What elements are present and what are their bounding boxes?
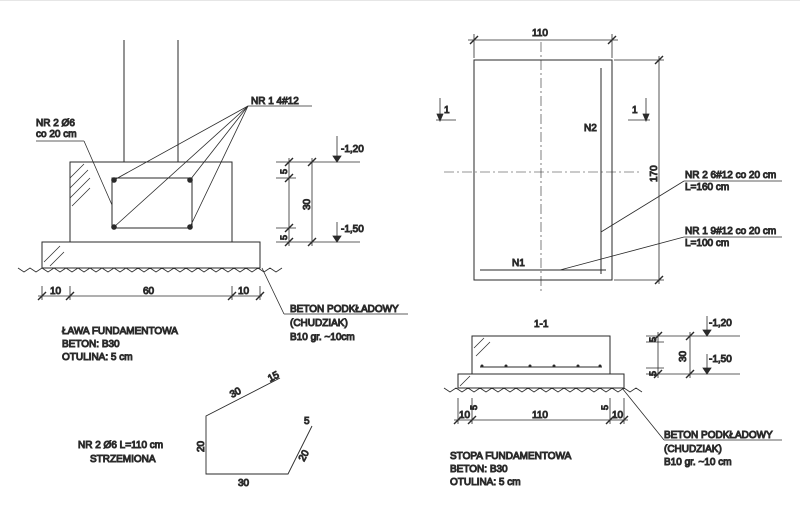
bar-label-n1: N1 [512, 258, 525, 269]
footing-outline [69, 161, 233, 243]
pad-footing-section [443, 316, 782, 441]
level-bottom: -1,50 [341, 224, 364, 235]
section-height-dimension [646, 316, 740, 379]
stirrup-dim-right-end: 5 [304, 416, 310, 427]
section-outline [471, 335, 611, 375]
section-mark-right: 1 [632, 105, 638, 116]
n2-spec-line2: L=160 cm [685, 182, 729, 193]
strip-footing-section [17, 40, 408, 315]
section-hatch [473, 337, 491, 357]
pad-footing-cover: OTULINA: 5 cm [450, 477, 521, 488]
top-border [0, 0, 800, 1]
section-dim-left: 10 [459, 410, 471, 421]
section-dim-left-small: 5 [469, 405, 479, 410]
section-dim-small-bottom: 5 [648, 371, 658, 376]
plan-outline [473, 59, 613, 281]
pad-footing-plan [436, 34, 782, 292]
section-markers [436, 98, 650, 123]
section-ground-line [443, 387, 643, 393]
stirrup-dim-top: 30 [228, 386, 243, 401]
ground-line [17, 267, 283, 273]
dim-small-top: 5 [279, 169, 289, 174]
stirrup-shape [205, 377, 313, 475]
dim-height-30: 30 [302, 198, 313, 210]
dim-small-bottom: 5 [279, 235, 289, 240]
blinding-hatch [43, 245, 65, 267]
height-dimension [276, 136, 360, 247]
level-top: -1,20 [341, 144, 364, 155]
section-bottom-dimension [453, 398, 629, 425]
stirrup-dim-left: 20 [196, 440, 207, 452]
bar-label-n2: N2 [584, 123, 597, 134]
n1-spec-line2: L=100 cm [685, 238, 729, 249]
dim-mid-60: 60 [143, 286, 155, 297]
section-beton-line1: BETON PODKŁADOWY [664, 430, 773, 441]
section-beton-line2: (CHUDZIAK) [664, 444, 722, 455]
section-dim-mid: 110 [532, 410, 548, 421]
footing-hatch [69, 163, 91, 207]
section-title: 1-1 [534, 319, 549, 330]
blinding-concrete [41, 241, 261, 269]
plan-dim-width: 110 [532, 28, 548, 39]
n1-spec-line1: NR 1 9#12 co 20 cm [685, 226, 776, 237]
dim-left-10: 10 [50, 286, 62, 297]
n2-spec-line1: NR 2 6#12 co 20 cm [685, 170, 776, 181]
nr1-leaders [113, 105, 312, 228]
beton-label-line3: B10 gr. ~10cm [290, 332, 355, 343]
stirrup-dim-right: 20 [297, 448, 312, 463]
section-blinding-hatch [459, 375, 471, 387]
stirrup-label-line1: NR 2 Ø6 L=110 cm [78, 440, 163, 451]
section-dim-right-small: 5 [600, 405, 610, 410]
section-bar-dots [480, 364, 602, 368]
section-mark-left: 1 [444, 105, 450, 116]
section-blinding [457, 373, 625, 389]
nr2-leader [36, 140, 113, 206]
plan-leaders [559, 180, 782, 271]
section-beton-line3: B10 gr. ~10 cm [664, 457, 732, 468]
stirrup-rect [111, 177, 193, 229]
section-level-bottom: -1,50 [709, 354, 732, 365]
strip-footing-title: ŁAWA FUNDAMENTOWA [62, 326, 178, 337]
section-dim-small-top: 5 [648, 337, 658, 342]
stirrup-dim-top-end: 15 [266, 370, 281, 385]
plan-width-dimension [468, 34, 618, 58]
pad-footing-title: STOPA FUNDAMENTOWA [450, 451, 572, 462]
section-dim-right: 10 [612, 410, 624, 421]
beton-label-line2: (CHUDZIAK) [290, 318, 348, 329]
plan-height-dimension [614, 55, 664, 285]
bottom-dimension [37, 286, 265, 301]
plan-dim-height: 170 [649, 165, 660, 182]
section-blinding-leader [621, 387, 782, 441]
strip-footing-concrete: BETON: B30 [62, 339, 120, 350]
blinding-leader [261, 267, 408, 315]
section-level-top: -1,20 [709, 318, 732, 329]
section-dim-height: 30 [678, 350, 689, 362]
beton-label-line1: BETON PODKŁADOWY [290, 304, 399, 315]
pad-footing-concrete: BETON: B30 [450, 464, 508, 475]
dim-right-10: 10 [238, 286, 250, 297]
strip-footing-cover: OTULINA: 5 cm [62, 352, 133, 363]
nr2-label-line2: co 20 cm [36, 129, 77, 140]
stirrup-dim-bottom: 30 [238, 478, 250, 489]
nr2-label-line1: NR 2 Ø6 [36, 118, 75, 129]
nr1-label: NR 1 4#12 [251, 96, 299, 107]
stirrup-label-line2: STRZEMIONA [90, 454, 156, 465]
